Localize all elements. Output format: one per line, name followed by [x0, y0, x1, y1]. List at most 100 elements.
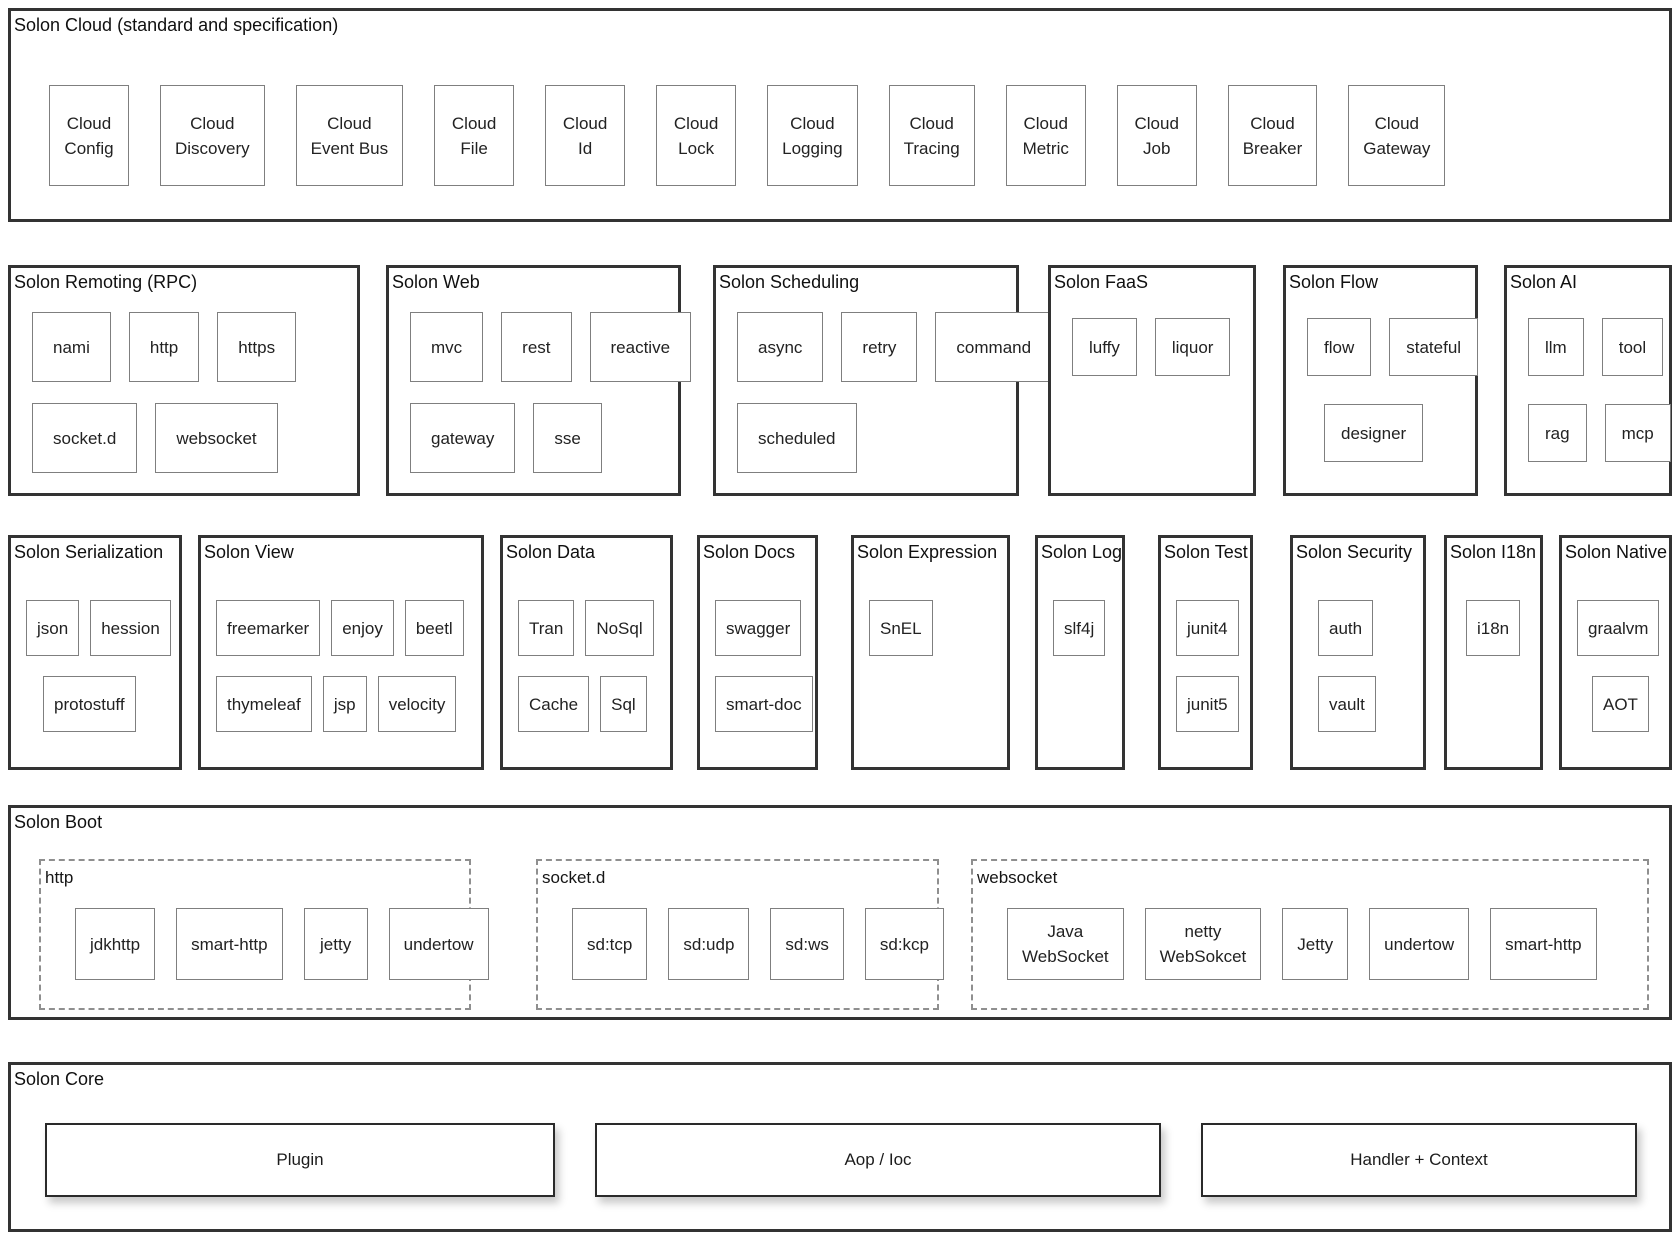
section-solon-test: Solon Test junit4 junit5 [1158, 535, 1253, 770]
box-jdkhttp: jdkhttp [75, 908, 156, 980]
box-row: AOT [1592, 676, 1669, 732]
section-title-solon-ai: Solon AI [1510, 272, 1578, 292]
box-cloud-job: Cloud Job [1116, 85, 1197, 186]
box-sd-ws: sd:ws [770, 908, 844, 980]
box-socket-d: socket.d [32, 403, 138, 473]
section-title-solon-core: Solon Core [14, 1069, 105, 1089]
box-https: https [217, 312, 297, 382]
box-liquor: liquor [1154, 318, 1231, 376]
box-undertow-ws: undertow [1369, 908, 1470, 980]
box-llm: llm [1528, 318, 1584, 376]
box-thymeleaf: thymeleaf [216, 676, 312, 732]
box-cloud-metric: Cloud Metric [1005, 85, 1086, 186]
box-row: protostuff [43, 676, 179, 732]
box-row: socket.d websocket [32, 403, 357, 473]
box-command: command [935, 312, 1053, 382]
section-title-solon-data: Solon Data [506, 542, 596, 562]
box-sd-tcp: sd:tcp [572, 908, 648, 980]
section-title-solon-boot: Solon Boot [14, 812, 103, 832]
boot-group-http: http jdkhttp smart-http jetty undertow [39, 859, 489, 1010]
box-flow: flow [1307, 318, 1372, 376]
box-row: junit5 [1176, 676, 1250, 732]
box-auth: auth [1318, 600, 1374, 656]
box-i18n: i18n [1466, 600, 1521, 656]
box-row: rag mcp [1528, 404, 1671, 462]
box-mvc: mvc [410, 312, 484, 382]
box-java-websocket: Java WebSocket [1007, 908, 1124, 980]
section-title-solon-serialization: Solon Serialization [14, 542, 164, 562]
box-sql: Sql [600, 676, 647, 732]
box-row: graalvm [1577, 600, 1669, 656]
box-row: flow stateful [1307, 318, 1479, 376]
box-row: designer [1324, 404, 1475, 462]
box-beetl: beetl [404, 600, 464, 656]
box-row: junit4 [1176, 600, 1250, 656]
box-row: llm tool [1528, 318, 1669, 376]
box-slf4j: slf4j [1053, 600, 1106, 656]
box-tool: tool [1601, 318, 1664, 376]
section-title-solon-cloud: Solon Cloud (standard and specification) [14, 15, 339, 35]
section-title-solon-faas: Solon FaaS [1054, 272, 1149, 292]
box-snel: SnEL [869, 600, 933, 656]
section-title-solon-test: Solon Test [1164, 542, 1248, 562]
section-solon-faas: Solon FaaS luffy liquor [1048, 265, 1256, 496]
section-solon-remoting: Solon Remoting (RPC) nami http https soc… [8, 265, 360, 496]
box-row: gateway sse [410, 403, 678, 473]
box-aop-ioc: Aop / Ioc [595, 1123, 1161, 1197]
section-title-solon-expression: Solon Expression [857, 542, 998, 562]
section-title-solon-view: Solon View [204, 542, 294, 562]
section-solon-ai: Solon AI llm tool rag mcp [1504, 265, 1672, 496]
box-netty-websocket: netty WebSokcet [1144, 908, 1262, 980]
box-row: Cache Sql [518, 676, 670, 732]
section-solon-view: Solon View freemarker enjoy beetl thymel… [198, 535, 484, 770]
boot-group-websocket: websocket Java WebSocket netty WebSokcet… [971, 859, 1649, 1010]
box-enjoy: enjoy [331, 600, 394, 656]
box-json: json [26, 600, 80, 656]
section-title-solon-security: Solon Security [1296, 542, 1413, 562]
box-jetty-ws: Jetty [1282, 908, 1349, 980]
box-row: i18n [1466, 600, 1540, 656]
section-solon-core: Solon Core Plugin Aop / Ioc Handler + Co… [8, 1062, 1672, 1232]
box-sd-udp: sd:udp [668, 908, 750, 980]
boot-group-title-http: http [45, 868, 74, 887]
section-title-solon-i18n: Solon I18n [1450, 542, 1537, 562]
box-luffy: luffy [1072, 318, 1137, 376]
box-graalvm: graalvm [1577, 600, 1660, 656]
section-title-solon-docs: Solon Docs [703, 542, 796, 562]
box-cloud-event-bus: Cloud Event Bus [295, 85, 404, 186]
box-row: swagger [715, 600, 815, 656]
section-solon-web: Solon Web mvc rest reactive gateway sse [386, 265, 692, 496]
box-row: freemarker enjoy beetl [216, 600, 481, 656]
box-row: thymeleaf jsp velocity [216, 676, 481, 732]
box-smart-http-ws: smart-http [1490, 908, 1597, 980]
boot-groups: http jdkhttp smart-http jetty undertow s… [39, 859, 1669, 1010]
box-rag: rag [1528, 404, 1587, 462]
section-solon-expression: Solon Expression SnEL [851, 535, 1010, 770]
box-row: sd:tcp sd:udp sd:ws sd:kcp [572, 908, 945, 980]
box-smart-doc: smart-doc [715, 676, 813, 732]
box-aot: AOT [1592, 676, 1649, 732]
box-jetty: jetty [303, 908, 368, 980]
box-http: http [128, 312, 200, 382]
row-middle-sections: Solon Remoting (RPC) nami http https soc… [8, 265, 1672, 496]
box-websocket: websocket [155, 403, 278, 473]
box-stateful: stateful [1389, 318, 1479, 376]
box-row: SnEL [869, 600, 1007, 656]
box-row: scheduled [737, 403, 1016, 473]
box-protostuff: protostuff [43, 676, 136, 732]
box-async: async [737, 312, 824, 382]
box-cloud-lock: Cloud Lock [656, 85, 737, 186]
box-row: auth [1318, 600, 1423, 656]
row-small-sections: Solon Serialization json hession protost… [8, 535, 1672, 770]
section-solon-cloud: Solon Cloud (standard and specification)… [8, 8, 1672, 222]
box-retry: retry [841, 312, 918, 382]
box-row: json hession [26, 600, 179, 656]
section-solon-security: Solon Security auth vault [1290, 535, 1426, 770]
solon-architecture-diagram: Solon Cloud (standard and specification)… [8, 8, 1672, 1232]
box-sse: sse [533, 403, 602, 473]
box-hession: hession [90, 600, 171, 656]
section-title-solon-native: Solon Native [1565, 542, 1668, 562]
box-cloud-logging: Cloud Logging [767, 85, 858, 186]
box-row: Tran NoSql [518, 600, 670, 656]
section-solon-flow: Solon Flow flow stateful designer [1283, 265, 1479, 496]
